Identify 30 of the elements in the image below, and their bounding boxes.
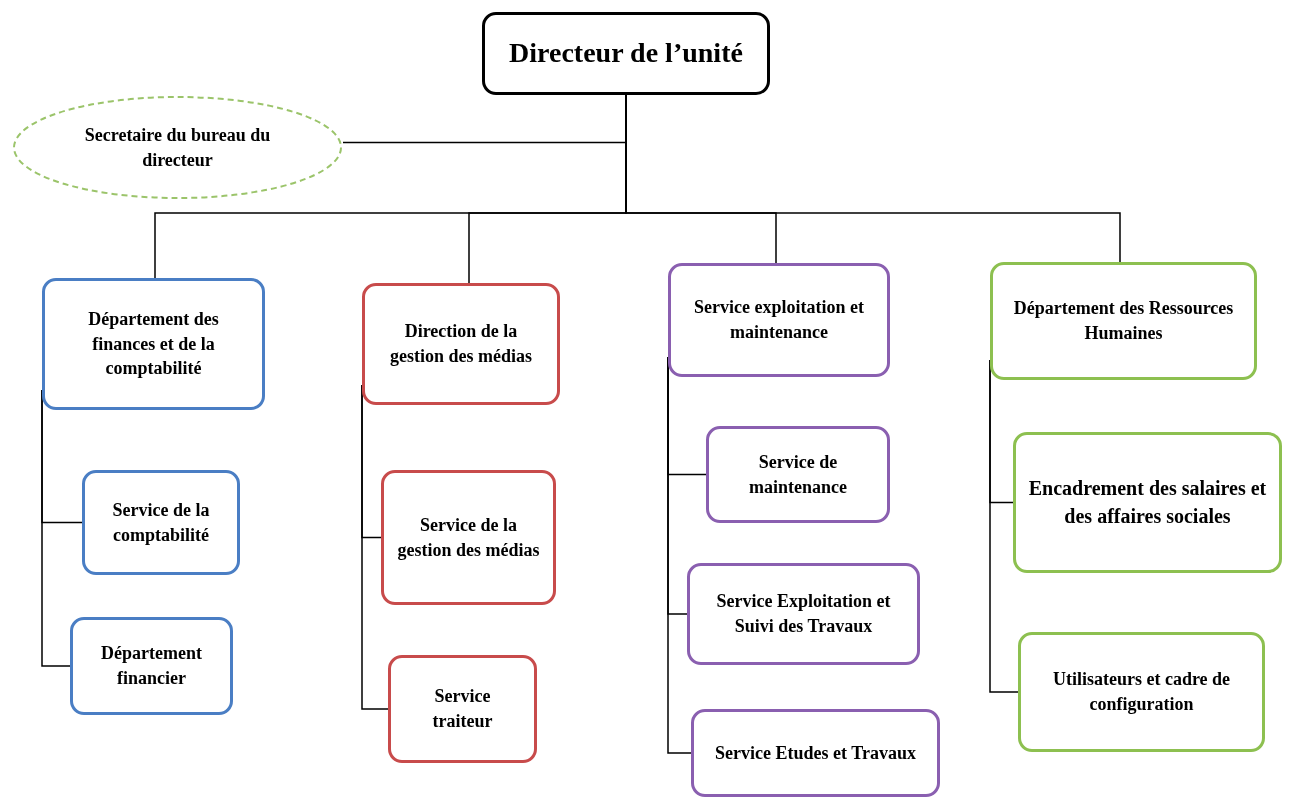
node-label: Service Etudes et Travaux [715,741,916,765]
node-label: Utilisateurs et cadre de configuration [1051,668,1232,716]
node-label: Service Exploitation et Suivi des Travaux [715,590,892,638]
department-box [706,426,890,523]
department-box [82,470,240,575]
department-box [388,655,537,763]
department-box [362,283,560,405]
node-label: Encadrement des salaires et des affaires sociales [1028,476,1267,529]
department-box [42,278,265,410]
department-box [691,709,940,797]
node-label: Directeur de l’unité [509,36,743,71]
node-label: Département financier [100,642,203,690]
director-box [482,12,770,95]
node-label: Département des Ressources Humaines [1012,297,1235,345]
department-box [70,617,233,715]
department-box [1013,432,1282,573]
department-box [381,470,556,605]
node-label: Direction de la gestion des médias [389,320,533,368]
department-box [687,563,920,665]
node-label: Service exploitation et maintenance [693,296,865,344]
node-label: Département des finances et de la comptabilité [87,307,220,381]
node-label: Service de la gestion des médias [396,513,541,562]
department-box [990,262,1257,380]
node-label: Service traiteur [431,685,494,733]
node-label: Service de maintenance [748,450,848,499]
node-label: Secretaire du bureau du directeur [83,123,272,172]
node-label: Service de la comptabilité [111,498,211,547]
department-box [668,263,890,377]
dashed-ellipse-node [12,95,343,200]
department-box [1018,632,1265,752]
